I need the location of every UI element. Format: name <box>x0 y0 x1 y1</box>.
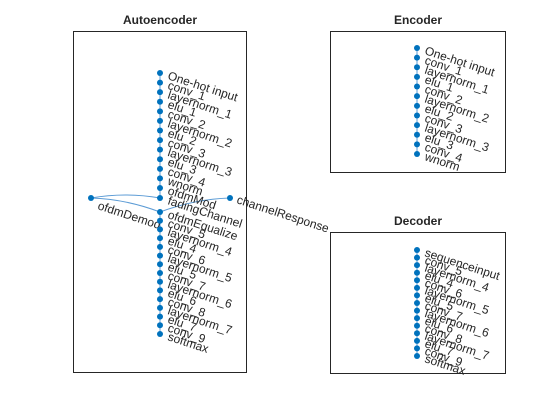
encoder-title: Encoder <box>394 13 442 27</box>
node-layernorm-3[interactable] <box>414 122 420 129</box>
node-elu-3[interactable] <box>157 156 163 163</box>
graph-edge <box>159 197 231 213</box>
node-sequenceinput[interactable] <box>414 247 420 253</box>
node-layernorm-5[interactable] <box>414 284 420 291</box>
node-conv-9[interactable] <box>157 322 163 329</box>
node-layernorm-6[interactable] <box>157 278 163 285</box>
node-elu-2[interactable] <box>157 127 163 134</box>
node-elu-7[interactable] <box>157 313 163 320</box>
node-elu-3[interactable] <box>414 131 420 138</box>
node-softmax[interactable] <box>414 353 420 359</box>
node-layernorm-2[interactable] <box>157 117 163 124</box>
node-elu-1[interactable] <box>157 98 163 105</box>
node-wnorm[interactable] <box>414 151 420 157</box>
node-conv-1[interactable] <box>157 79 163 86</box>
node-conv-8[interactable] <box>414 322 420 329</box>
node-conv-2[interactable] <box>157 108 163 115</box>
node-conv-7[interactable] <box>414 300 420 306</box>
node-elu-4[interactable] <box>414 269 420 276</box>
autoencoder-title: Autoencoder <box>123 13 197 27</box>
node-elu-2[interactable] <box>414 102 420 109</box>
node-one-hot-input[interactable] <box>414 45 420 51</box>
node-elu-4[interactable] <box>157 235 163 242</box>
node-layernorm-7[interactable] <box>157 304 163 311</box>
node-conv-5[interactable] <box>414 254 420 261</box>
node-layernorm-5[interactable] <box>157 252 163 259</box>
graph-edge <box>90 197 161 213</box>
decoder-nodes: sequenceinputconv_5layernorm_4elu_4conv_… <box>414 246 502 378</box>
encoder-axes: Encoder One-hot inputconv_1layernorm_1el… <box>330 13 506 174</box>
node-elu-6[interactable] <box>414 315 420 322</box>
node-elu-5[interactable] <box>414 292 420 299</box>
node-conv-6[interactable] <box>414 277 420 284</box>
node-conv-4[interactable] <box>414 141 420 148</box>
node-softmax[interactable] <box>157 331 163 337</box>
node-layernorm-1[interactable] <box>157 89 163 96</box>
node-layernorm-4[interactable] <box>414 262 420 269</box>
node-conv-4[interactable] <box>157 165 163 172</box>
node-elu-7[interactable] <box>414 337 420 344</box>
node-conv-3[interactable] <box>414 112 420 119</box>
node-elu-6[interactable] <box>157 287 163 294</box>
node-layernorm-2[interactable] <box>414 93 420 100</box>
node-layernorm-6[interactable] <box>414 307 420 314</box>
node-conv-5[interactable] <box>157 217 163 224</box>
node-conv-3[interactable] <box>157 137 163 144</box>
node-channelresponse[interactable] <box>227 195 233 201</box>
node-ofdmequalize[interactable] <box>157 209 163 215</box>
node-ofdmdemod[interactable] <box>88 195 94 201</box>
decoder-axes: Decoder sequenceinputconv_5layernorm_4el… <box>330 214 506 378</box>
node-one-hot-input[interactable] <box>157 70 163 76</box>
node-layernorm-1[interactable] <box>414 64 420 71</box>
node-conv-9[interactable] <box>414 345 420 352</box>
node-fadingchannel[interactable] <box>157 195 163 201</box>
node-conv-1[interactable] <box>414 54 420 61</box>
node-layernorm-4[interactable] <box>157 226 163 233</box>
node-elu-5[interactable] <box>157 261 163 268</box>
node-ofdmmod[interactable] <box>157 185 163 191</box>
node-conv-6[interactable] <box>157 243 163 250</box>
node-conv-8[interactable] <box>157 296 163 303</box>
node-wnorm[interactable] <box>157 175 163 182</box>
node-elu-1[interactable] <box>414 73 420 80</box>
node-layernorm-7[interactable] <box>414 330 420 337</box>
node-layernorm-3[interactable] <box>157 146 163 153</box>
node-conv-7[interactable] <box>157 270 163 276</box>
node-conv-2[interactable] <box>414 83 420 90</box>
decoder-title: Decoder <box>394 214 442 228</box>
graph-edge <box>90 194 161 199</box>
